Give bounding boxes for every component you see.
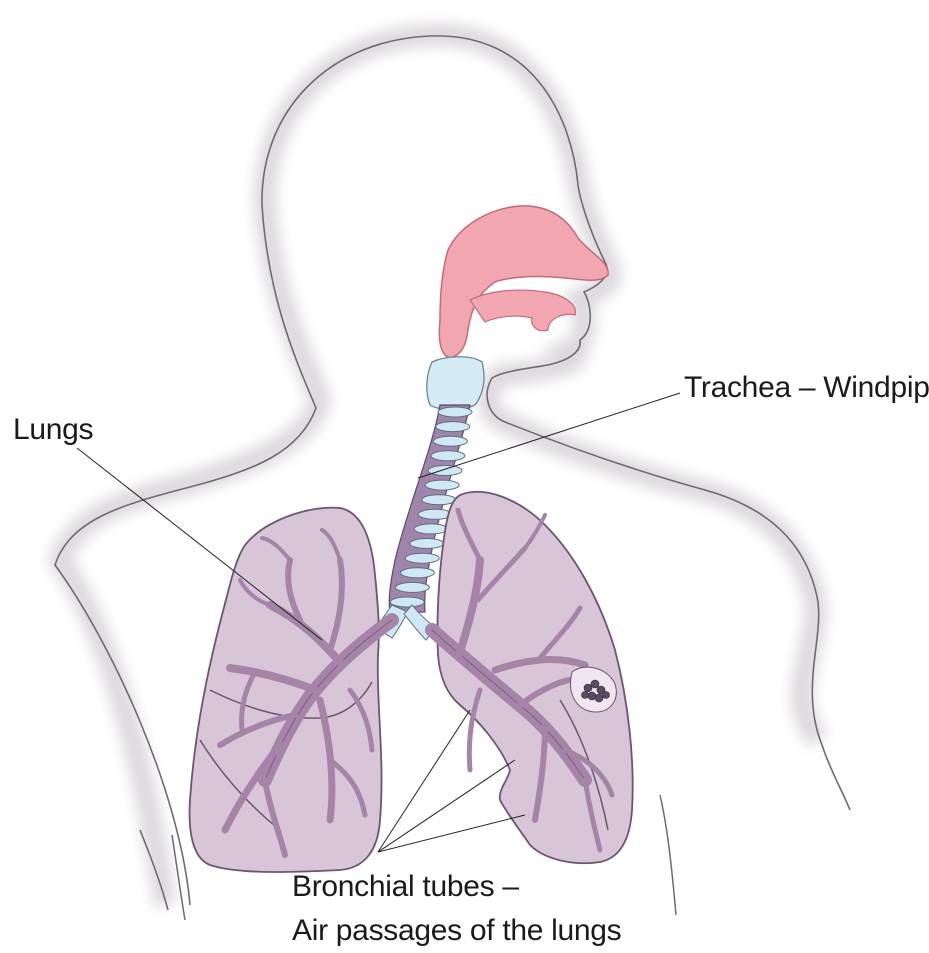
lungs-label: Lungs xyxy=(13,415,93,445)
leader-line-bronchial-1 xyxy=(378,710,470,852)
right-arm-line xyxy=(660,795,676,915)
trachea-ring xyxy=(395,582,429,592)
trachea-ring xyxy=(436,422,470,432)
trachea-ring xyxy=(405,553,439,563)
larynx xyxy=(427,357,484,410)
bronchial-tubes-label: Bronchial tubes – xyxy=(292,872,519,902)
trachea-ring xyxy=(422,495,456,505)
trachea-ring xyxy=(390,597,424,607)
trachea-ring xyxy=(410,539,444,549)
trachea-ring xyxy=(433,436,467,446)
trachea-ring xyxy=(438,407,472,417)
trachea-ring xyxy=(400,568,434,578)
left-arm-line xyxy=(172,835,185,920)
trachea-ring xyxy=(431,451,465,461)
trachea-label: Trachea – Windpipe xyxy=(684,373,929,403)
air-passages-label: Air passages of the lungs xyxy=(292,916,621,946)
oral-cavity xyxy=(470,290,575,331)
leader-line-bronchial-2 xyxy=(378,760,515,852)
trachea-ring xyxy=(414,524,448,534)
trachea-ring xyxy=(425,480,459,490)
leader-line-bronchial-3 xyxy=(378,815,525,852)
trachea-ring xyxy=(428,466,462,476)
